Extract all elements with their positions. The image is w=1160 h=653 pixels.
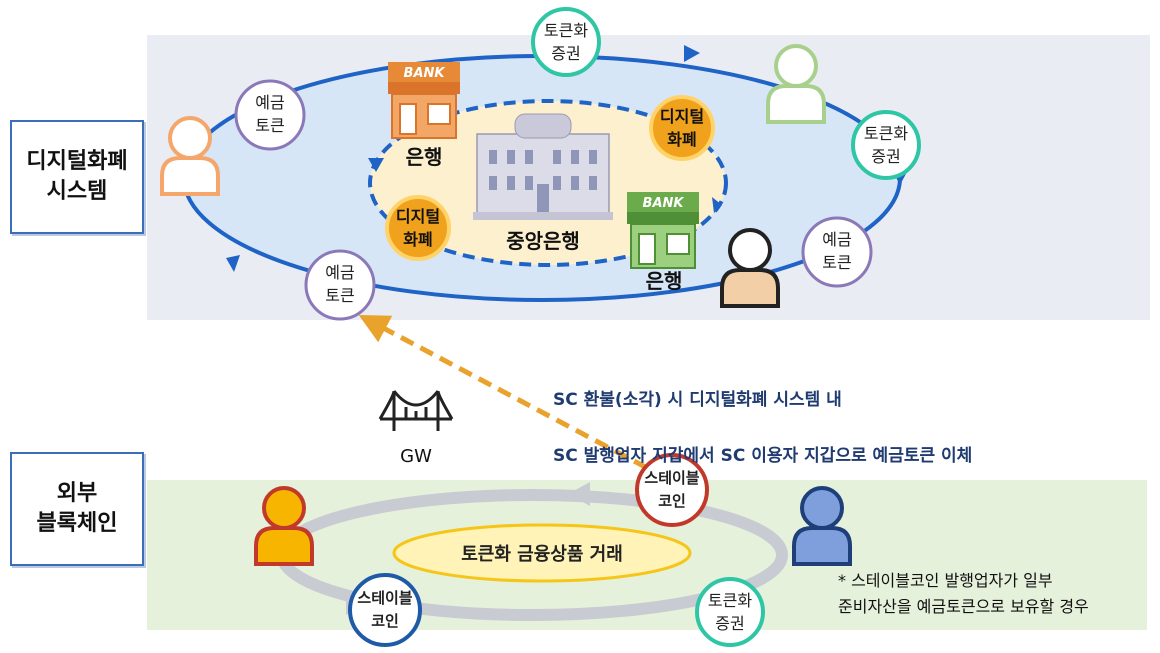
person-icon <box>720 228 780 308</box>
central-bank-label: 중앙은행 <box>506 229 580 253</box>
deposit-token-badge-1: 예금 토큰 <box>234 79 306 151</box>
svg-text:증권: 증권 <box>551 44 580 63</box>
external-chain-label: 외부 블록체인 <box>10 452 144 566</box>
svg-text:토큰: 토큰 <box>255 116 284 135</box>
refund-caption: SC 환불(소각) 시 디지털화폐 시스템 내 SC 발행업자 지갑에서 SC … <box>553 358 1093 498</box>
bank-sign: BANK <box>404 66 446 81</box>
gateway-label: GW <box>400 446 432 467</box>
person-icon <box>254 486 314 566</box>
svg-text:화폐: 화폐 <box>667 130 696 149</box>
svg-text:토큰화: 토큰화 <box>544 21 588 40</box>
svg-text:예금: 예금 <box>255 93 284 112</box>
inner-arrow-right <box>712 197 722 213</box>
svg-text:토큰: 토큰 <box>822 253 851 272</box>
svg-text:코인: 코인 <box>371 612 399 630</box>
svg-text:스테이블: 스테이블 <box>357 589 412 607</box>
gray-arrow-top <box>568 482 590 506</box>
svg-text:스테이블: 스테이블 <box>644 469 699 487</box>
svg-text:디지털: 디지털 <box>396 207 440 226</box>
digital-currency-coin-2: 디지털 화폐 <box>385 195 451 261</box>
person-icon <box>160 116 220 196</box>
trading-ellipse <box>392 523 692 583</box>
dc-system-label: 디지털화폐 시스템 <box>10 120 144 234</box>
bank-label-1: 은행 <box>406 145 443 169</box>
svg-text:화폐: 화폐 <box>403 230 432 249</box>
central-bank-building-icon <box>473 113 613 220</box>
stablecoin-badge-blue: 스테이블 코인 <box>348 573 422 647</box>
footnote: * 스테이블코인 발행업자가 일부 준비자산을 예금토큰으로 보유할 경우 <box>838 571 1089 616</box>
bank-sign: BANK <box>643 196 685 211</box>
inner-arrow-left <box>368 158 384 172</box>
svg-text:증권: 증권 <box>871 147 900 166</box>
svg-text:토큰화: 토큰화 <box>864 124 908 143</box>
stablecoin-badge-red: 스테이블 코인 <box>635 453 709 527</box>
svg-text:코인: 코인 <box>658 492 686 510</box>
trading-label: 토큰화 금융상품 거래 <box>461 544 623 565</box>
refund-caption-line-2: SC 발행업자 지갑에서 SC 이용자 지갑으로 예금토큰 이체 <box>553 446 973 466</box>
bank-building-icon: BANK <box>627 192 699 269</box>
person-icon <box>792 486 852 566</box>
refund-caption-line-1: SC 환불(소각) 시 디지털화폐 시스템 내 <box>553 390 842 410</box>
bank-building-icon: BANK <box>388 62 460 139</box>
bridge-icon <box>378 390 454 431</box>
person-icon <box>766 44 826 124</box>
tokenized-security-badge-2: 토큰화 증권 <box>851 110 921 180</box>
svg-text:예금: 예금 <box>325 263 354 282</box>
svg-text:예금: 예금 <box>822 230 851 249</box>
cycle-arrow-top <box>684 45 700 62</box>
tokenized-security-badge-3: 토큰화 증권 <box>695 577 765 647</box>
tokenized-security-badge-1: 토큰화 증권 <box>531 7 601 77</box>
svg-text:토큰화: 토큰화 <box>708 591 752 610</box>
svg-text:디지털: 디지털 <box>660 107 704 126</box>
cycle-arrow-bottom-left <box>226 255 240 272</box>
deposit-token-badge-2: 예금 토큰 <box>304 249 376 321</box>
refund-transfer-arrow <box>358 314 668 481</box>
svg-text:토큰: 토큰 <box>325 286 354 305</box>
bank-label-2: 은행 <box>646 269 683 293</box>
digital-currency-coin-1: 디지털 화폐 <box>649 95 715 161</box>
svg-text:증권: 증권 <box>715 614 744 633</box>
deposit-token-badge-3: 예금 토큰 <box>801 216 873 288</box>
